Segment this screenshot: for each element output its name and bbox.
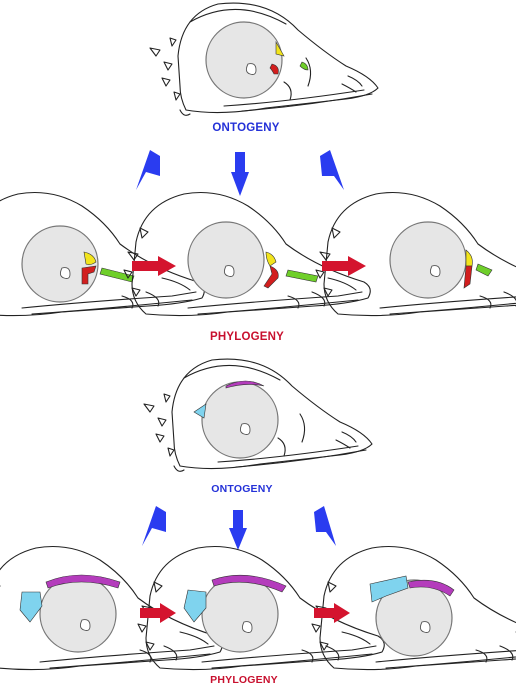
top-phylogeny-arrows bbox=[132, 256, 366, 276]
phylogeny-arrow-1 bbox=[140, 603, 176, 623]
top-ontogeny-label: ONTOGENY bbox=[212, 122, 280, 134]
cyan-bone-marker bbox=[19, 591, 43, 623]
green-bone-marker bbox=[299, 61, 309, 71]
bottom-ontogeny-arrows bbox=[142, 506, 336, 550]
ontogeny-arrow-right bbox=[314, 506, 336, 546]
ontogeny-arrow-center bbox=[231, 152, 249, 196]
ontogeny-arrow-center bbox=[229, 510, 247, 550]
eye-circle bbox=[375, 579, 453, 657]
bottom-ontogeny-label: ONTOGENY bbox=[211, 483, 273, 495]
eye-circle bbox=[21, 225, 99, 303]
eye-circle bbox=[39, 575, 117, 653]
top-ancestor-skull bbox=[0, 191, 205, 317]
eye-circle bbox=[187, 221, 265, 299]
yellow-bone-marker bbox=[265, 251, 277, 267]
eye-circle bbox=[389, 221, 467, 299]
purple-bone-marker bbox=[225, 380, 265, 389]
bottom-descendant-skull bbox=[311, 545, 516, 671]
phylogeny-arrow-2 bbox=[322, 256, 366, 276]
bottom-intermediate-skull bbox=[137, 545, 385, 671]
purple-bone-marker bbox=[211, 574, 287, 593]
purple-bone-marker bbox=[407, 579, 455, 597]
eye-circle bbox=[201, 381, 279, 459]
bottom-phylogeny-arrows bbox=[140, 603, 350, 623]
cyan-bone-marker bbox=[369, 575, 409, 603]
red-bone-marker bbox=[269, 63, 279, 75]
phylogeny-arrow-2 bbox=[314, 603, 350, 623]
bottom-phylogeny-label: PHYLOGENY bbox=[210, 674, 278, 686]
eye-circle bbox=[205, 21, 283, 99]
green-bone-marker bbox=[285, 269, 319, 283]
phylogeny-arrow-1 bbox=[132, 256, 176, 276]
ontogeny-arrow-left bbox=[142, 506, 166, 546]
bottom-ancestor-skull bbox=[0, 545, 223, 671]
eye-circle bbox=[201, 575, 279, 653]
top-ontogeny-arrows bbox=[136, 150, 344, 196]
cyan-bone-marker bbox=[193, 403, 207, 419]
top-phylogeny-label: PHYLOGENY bbox=[209, 331, 285, 343]
red-bone-marker bbox=[463, 265, 473, 289]
bottom-juvenile-skull bbox=[143, 358, 373, 472]
green-bone-marker bbox=[475, 263, 493, 277]
top-juvenile-skull bbox=[149, 2, 379, 116]
cyan-bone-marker bbox=[183, 589, 207, 623]
green-bone-marker bbox=[99, 267, 135, 283]
red-bone-marker bbox=[81, 265, 97, 285]
yellow-bone-marker bbox=[83, 251, 97, 265]
ontogeny-arrow-right bbox=[320, 150, 344, 190]
ontogeny-arrow-left bbox=[136, 150, 160, 190]
top-intermediate-skull bbox=[123, 191, 371, 317]
top-descendant-skull bbox=[315, 191, 516, 317]
yellow-bone-marker bbox=[465, 249, 473, 267]
purple-bone-marker bbox=[45, 574, 121, 589]
red-bone-marker bbox=[263, 265, 279, 289]
yellow-bone-marker bbox=[275, 40, 285, 57]
